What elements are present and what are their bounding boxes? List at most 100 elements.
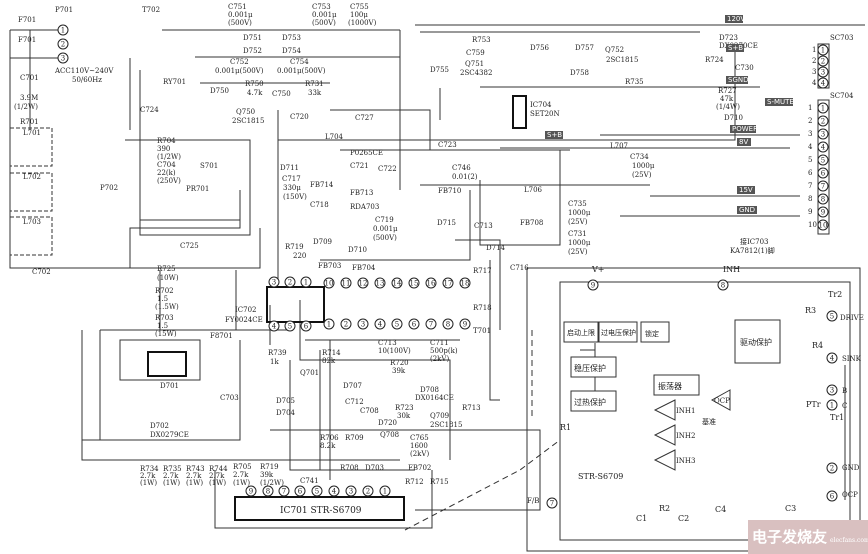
component-label: (25V) [632,171,652,179]
sc704-pin-label: 5 [808,156,812,164]
component-label: D710 [724,114,743,122]
component-label: F701 [18,16,36,24]
pin-marker [587,279,599,291]
component-label: R715 [430,478,449,486]
component-label: D710 [348,246,367,254]
component-label: D711 [280,164,299,172]
block-label-inh2: INH2 [676,432,695,440]
block-label-ocp: OCP [714,397,730,405]
signal-tag-box [737,186,755,194]
component-label: D757 [575,44,594,52]
component-label: 2.7k [186,472,202,480]
pin-marker [817,115,829,127]
pin-number: 13 [376,280,385,288]
component-label: (1W) [233,479,250,487]
component-label: D715 [437,219,456,227]
sc704-pin-label: 1 [808,104,812,112]
component-label: 0.001μ(500V) [215,67,264,75]
signal-tag-box [725,15,743,23]
pin-marker [817,66,829,78]
pin-number: 7 [821,183,825,191]
component-label: C723 [438,141,457,149]
component-label: (1W) [163,479,180,487]
pin-marker [57,38,69,50]
block-label-ovp: 过电压保护 [601,328,636,337]
component-label: 2SC4382 [460,69,492,77]
pin-marker [826,352,838,364]
component-label: C765 [410,434,429,442]
component-label: R744 [209,465,228,473]
pin-marker [817,193,829,205]
pin-marker [826,384,838,396]
pin-number: 1 [327,321,331,329]
component-label: (2kV) [430,355,449,363]
component-label: 500p(k) [430,347,458,355]
sc704-connector [817,99,830,235]
component-label: (15W) [155,330,177,338]
pin-marker [717,279,729,291]
component-label: C719 [375,216,394,224]
pin-marker [357,318,369,330]
pin-number: 3 [821,131,825,139]
pin-marker [817,77,829,89]
component-label: 82k [322,357,336,365]
sc704-pin-label: 8 [808,195,812,203]
component-label: (10W) [157,274,179,282]
pin-marker [357,277,369,289]
block-label-ocp_pin: OCP [842,491,858,499]
wiring [9,24,865,552]
component-label: P701 [55,6,73,14]
component-label: C735 [568,200,587,208]
component-label: (1/2W) [14,103,38,111]
pin-number: 2 [344,321,348,329]
pin-marker [284,276,296,288]
component-label: R743 [186,465,205,473]
component-label: R719 [285,243,304,251]
sc704-pin-label: 7 [808,182,812,190]
pin-marker [300,276,312,288]
pin-number: 2 [288,279,292,287]
component-label: R731 [305,80,324,88]
component-label: C753 [312,3,331,11]
signal-tag-box [737,206,757,214]
signal-tag-box [765,98,793,106]
block-label-latch: 锁定 [645,329,659,338]
signal-tag: S-MUTE [767,98,794,106]
pin-number: 6 [304,323,309,331]
pin-number: 9 [821,209,825,217]
component-label: IC702 [235,306,256,314]
pin-number: 5 [821,157,825,165]
component-label: D754 [282,47,302,55]
component-label: R706 [320,434,339,442]
component-label: R727 [718,87,737,95]
pin-number: 3 [821,69,825,77]
pin-marker [311,485,323,497]
signal-tag: S+B [728,44,743,52]
component-label: R712 [405,478,424,486]
signal-tag: S+B [547,131,562,139]
pin-number: 2 [821,58,825,66]
component-label: Q708 [380,431,399,439]
component-label: R739 [268,349,287,357]
pin-number: 17 [444,280,453,288]
block-label-thermal: 过热保护 [574,397,606,407]
pin-number: 3 [61,55,65,63]
component-label: PR701 [186,185,209,193]
component-label: 39k [260,471,274,479]
block-label-b: B [842,387,847,395]
pin-number: 4 [332,488,337,496]
signal-tag-box [730,125,756,133]
component-label: 2.7k [233,471,249,479]
component-label: R735 [625,78,644,86]
component-label: 220 [293,252,306,260]
component-label: C703 [220,394,239,402]
component-label: D714 [486,244,506,252]
component-label: L707 [610,142,628,150]
component-label: D701 [160,382,179,390]
component-label: (1/2W) [157,153,181,161]
component-label: R713 [462,404,481,412]
block-label-inh1: INH1 [676,407,695,415]
component-label: 接IC703 [740,237,768,246]
pin-marker [425,318,437,330]
component-label: (500V) [373,234,397,242]
